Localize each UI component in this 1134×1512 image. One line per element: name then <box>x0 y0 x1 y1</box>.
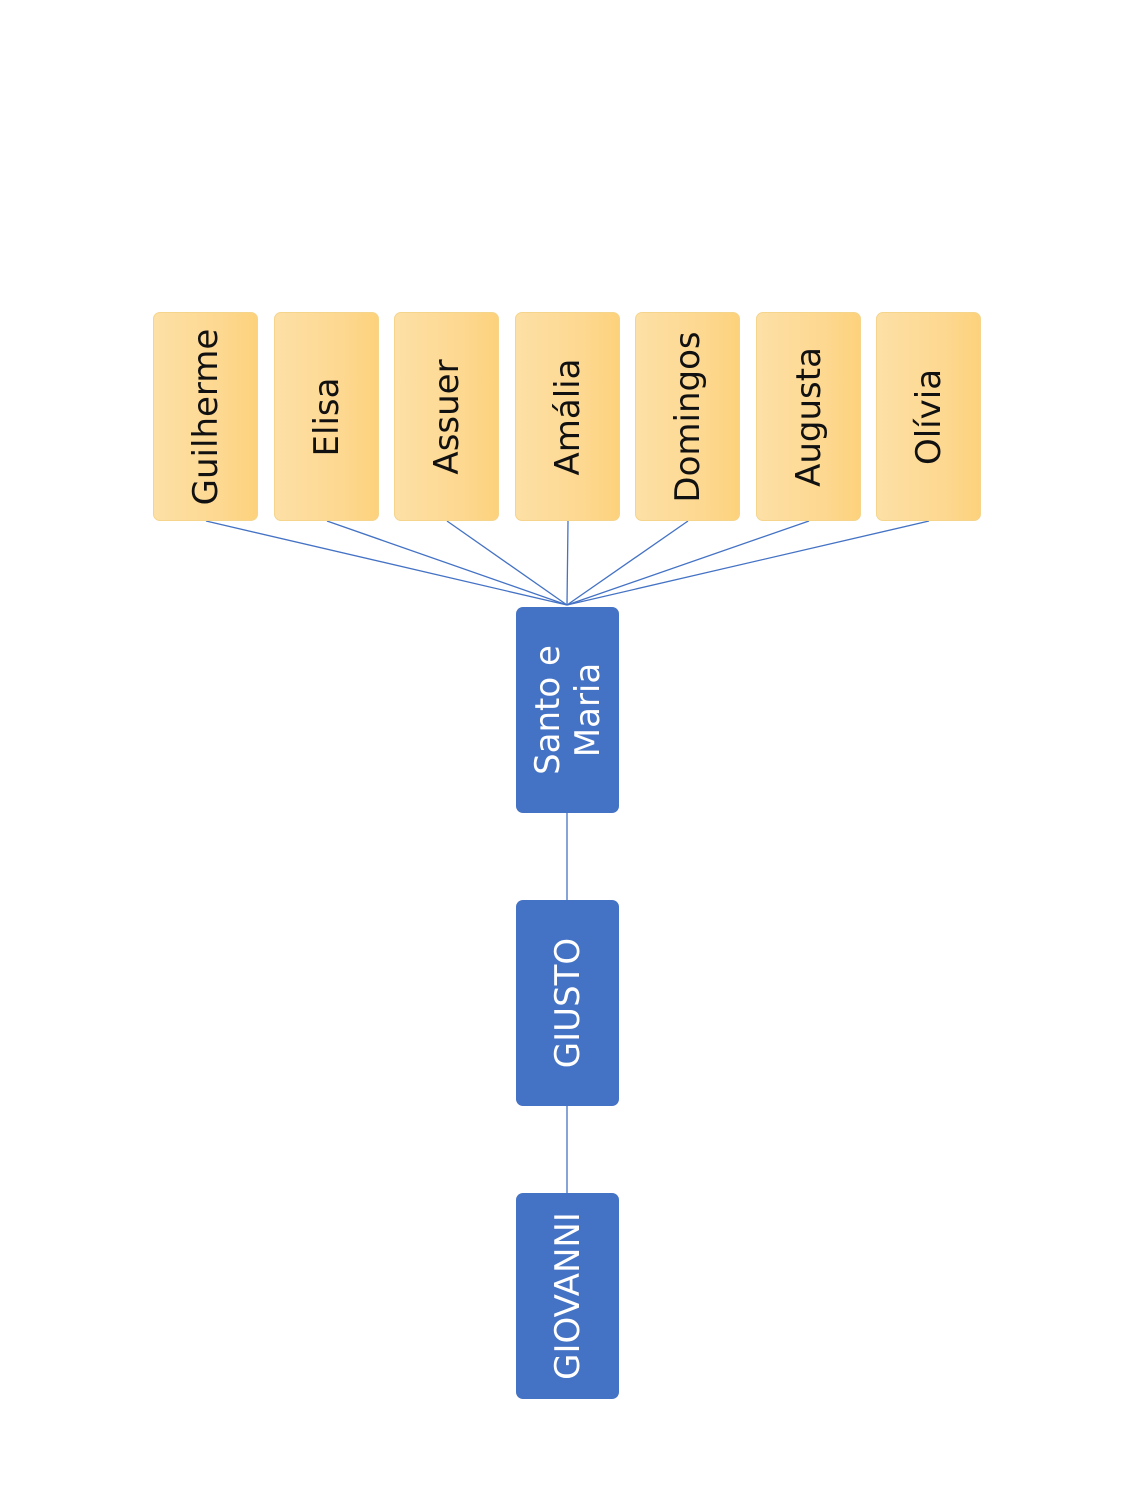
child-name: Assuer <box>426 358 467 475</box>
child-name: Amália <box>547 358 588 475</box>
parents-label: Santo e Maria <box>528 645 608 775</box>
great-grandparent-box: GIOVANNI <box>516 1193 619 1399</box>
grandparent-label: GIUSTO <box>547 937 588 1069</box>
child-name: Domingos <box>667 330 708 503</box>
connector-line-domingos <box>566 520 689 606</box>
connector-line-elisa <box>326 520 568 606</box>
parents-label-line1: Santo e <box>527 645 568 775</box>
connector-line-amalia <box>566 520 569 606</box>
parents-label-line2: Maria <box>567 662 608 758</box>
connector-line-olivia <box>566 520 930 606</box>
connector-line-augusta <box>566 520 810 606</box>
grandparent-box: GIUSTO <box>516 900 619 1106</box>
connector-line-assuer <box>446 520 568 606</box>
child-box-guilherme: Guilherme <box>153 312 258 521</box>
child-box-augusta: Augusta <box>756 312 861 521</box>
child-name: Augusta <box>788 346 829 487</box>
child-box-amalia: Amália <box>515 312 620 521</box>
child-box-olivia: Olívia <box>876 312 981 521</box>
child-name: Elisa <box>306 377 347 456</box>
child-name: Guilherme <box>185 328 226 505</box>
child-name: Olívia <box>908 368 949 465</box>
child-box-domingos: Domingos <box>635 312 740 521</box>
great-grandparent-label: GIOVANNI <box>547 1212 588 1380</box>
connector-line-guilherme <box>205 520 568 606</box>
parents-box: Santo e Maria <box>516 607 619 813</box>
child-box-assuer: Assuer <box>394 312 499 521</box>
child-box-elisa: Elisa <box>274 312 379 521</box>
